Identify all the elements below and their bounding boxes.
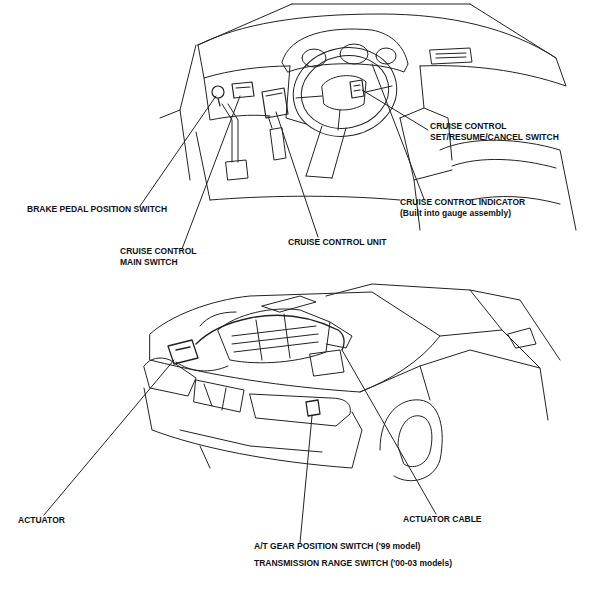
air-vent (430, 48, 472, 64)
part-label: TRANSMISSION RANGE SWITCH ('00-03 models… (254, 558, 452, 569)
air-intake (262, 296, 352, 348)
leader-line (276, 112, 318, 237)
steering-wheel (285, 38, 405, 146)
actuator-cable-line (196, 315, 344, 350)
brake-switch (212, 86, 224, 106)
brake-pedal (222, 104, 248, 180)
steering-hub (296, 76, 392, 130)
steering-wheel-inner (294, 48, 395, 137)
part-label: ACTUATOR CABLE (403, 514, 482, 525)
front-bumper (144, 388, 362, 468)
part-label: ACTUATOR (18, 515, 65, 526)
leader-line (372, 64, 424, 199)
battery-box (310, 350, 344, 376)
wheel-rim (398, 416, 432, 467)
floor-line (196, 132, 400, 200)
steering-column (306, 126, 346, 178)
right-fender (360, 350, 548, 420)
part-label: (Built into gauge assembly) (400, 208, 511, 219)
grille (194, 380, 244, 412)
lower-dash (204, 66, 306, 124)
front-wheel (380, 400, 442, 481)
part-label: CRUISE CONTROL MAIN SWITCH (120, 246, 220, 268)
part-label: A/T GEAR POSITION SWITCH ('99 model) (254, 541, 420, 552)
leader-line (182, 96, 240, 249)
engine-ribs (232, 314, 318, 360)
leader-line (342, 350, 436, 514)
transmission-switch (306, 400, 320, 416)
accelerator-pedal (268, 116, 286, 160)
wiring-harness (176, 312, 236, 371)
part-label: CRUISE CONTROL UNIT (288, 237, 387, 248)
part-label: BRAKE PEDAL POSITION SWITCH (27, 204, 167, 215)
dashboard-top (198, 14, 566, 86)
part-label: CRUISE CONTROL SET/RESUME/CANCEL SWITCH (430, 121, 580, 143)
roof-pillar (470, 290, 560, 368)
set-resume-cancel-switch (350, 80, 364, 98)
part-label: CRUISE CONTROL INDICATOR (400, 197, 525, 208)
cruise-control-unit (262, 88, 288, 118)
windshield (326, 284, 502, 336)
main-switch (232, 82, 254, 98)
engine-cover (218, 309, 330, 363)
leader-line (300, 416, 312, 543)
headlight-right (250, 394, 350, 426)
actuator-body (168, 340, 198, 364)
door-panel (160, 45, 196, 180)
hood-outline (150, 292, 440, 392)
leader-line (44, 360, 174, 515)
headlight-left (144, 358, 196, 396)
side-mirror (508, 328, 536, 348)
